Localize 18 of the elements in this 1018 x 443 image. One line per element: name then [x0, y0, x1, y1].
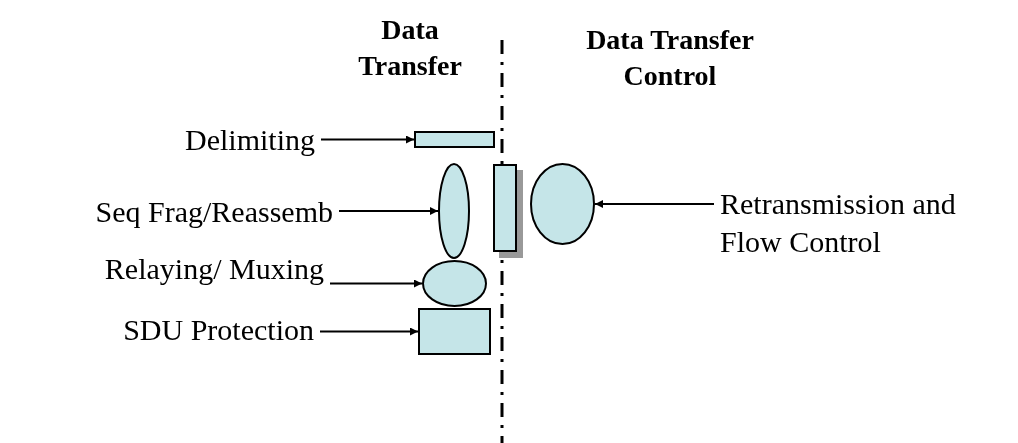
rectangle-shape [418, 308, 491, 355]
rectangle-shape [493, 164, 523, 258]
arrow [338, 207, 439, 215]
function-label: Relaying/ Muxing [30, 250, 324, 288]
oval-shape [438, 163, 470, 259]
function-label: Retransmission and Flow Control [720, 185, 1015, 261]
function-label: Delimiting [135, 121, 315, 159]
rectangle-shape [414, 131, 495, 148]
arrow [319, 327, 419, 336]
oval-shape [530, 163, 595, 245]
arrow [320, 135, 415, 144]
column-heading: Data Transfer Control [585, 23, 755, 93]
column-heading: Data Transfer [357, 13, 463, 83]
arrow [594, 200, 715, 208]
function-label: Seq Frag/Reassemb [18, 193, 333, 231]
oval-shape [422, 260, 487, 307]
function-label: SDU Protection [54, 311, 314, 349]
arrow [329, 279, 423, 288]
